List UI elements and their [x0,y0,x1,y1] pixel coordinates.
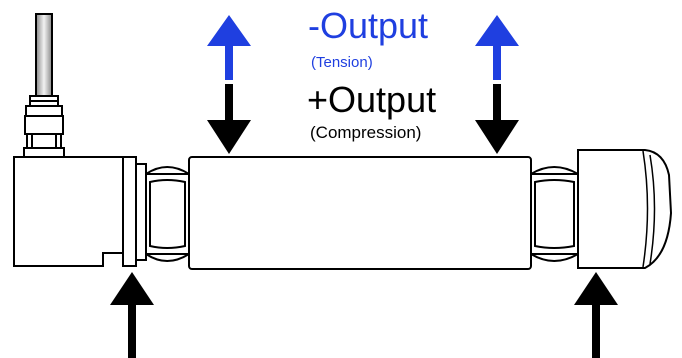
support-arrow-right [574,272,618,358]
right-end-cap [577,149,673,269]
compression-note: (Compression) [310,123,422,142]
positive-output-label: +Output [307,79,437,120]
right-hex-nut [530,166,579,262]
tension-arrow-right [475,15,519,80]
load-cell-body [188,156,532,270]
tension-note: (Tension) [311,54,373,71]
compression-arrow-right [475,84,519,154]
cable [35,13,53,97]
support-arrow-left [110,272,154,358]
negative-output-label: -Output [308,5,429,46]
compression-arrow-left [207,84,251,154]
left-housing [13,156,137,267]
connector [23,95,65,158]
tension-arrow-left [207,15,251,80]
left-hex-nut [135,163,190,262]
